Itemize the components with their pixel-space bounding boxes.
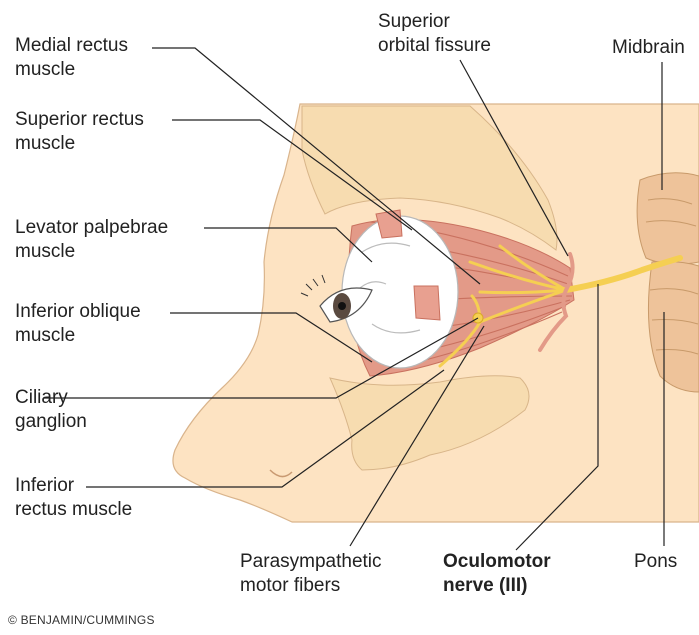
pupil [338, 302, 346, 310]
label-pons: Pons [634, 550, 677, 574]
label-medial-rectus: Medial rectus muscle [15, 34, 128, 82]
label-superior-rectus: Superior rectus muscle [15, 108, 144, 156]
label-ciliary-ganglion: Ciliary ganglion [15, 386, 87, 434]
label-levator-palpebrae: Levator palpebrae muscle [15, 216, 168, 264]
copyright-credit: © BENJAMIN/CUMMINGS [8, 613, 155, 627]
label-midbrain: Midbrain [612, 36, 685, 60]
label-superior-orbital-fissure: Superior orbital fissure [378, 10, 491, 58]
label-oculomotor-nerve: Oculomotor nerve (III) [443, 550, 551, 598]
label-inferior-rectus: Inferior rectus muscle [15, 474, 132, 522]
label-parasympathetic: Parasympathetic motor fibers [240, 550, 382, 598]
label-inferior-oblique: Inferior oblique muscle [15, 300, 141, 348]
midbrain-shape [637, 173, 699, 264]
